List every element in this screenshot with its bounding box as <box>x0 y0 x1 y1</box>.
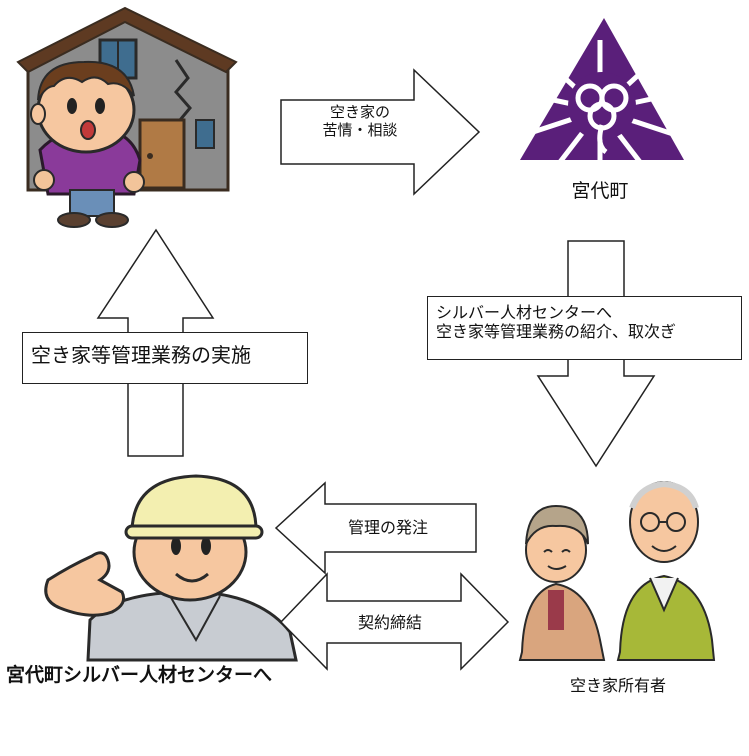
silver-center-worker-illustration <box>44 474 298 662</box>
silver-center-label: 宮代町シルバー人材センターへ <box>6 664 273 686</box>
house-complainant-illustration <box>16 6 238 228</box>
implementation-label-box: 空き家等管理業務の実施 <box>22 332 308 384</box>
contract-arrow-label: 契約締結 <box>357 613 422 632</box>
implementation-label: 空き家等管理業務の実施 <box>31 343 251 367</box>
complaint-line-1: 空き家の <box>329 103 390 121</box>
town-label: 宮代町 <box>571 180 629 202</box>
order-arrow <box>274 481 477 575</box>
vacant-house-owners-illustration <box>518 480 716 661</box>
referral-line-1: シルバー人材センターへ <box>436 303 613 322</box>
complaint-arrow-label: 空き家の 苦情・相談 <box>300 103 420 139</box>
complaint-arrow <box>280 68 481 196</box>
miyashiro-town-emblem-logo <box>520 18 684 165</box>
complaint-line-2: 苦情・相談 <box>322 121 398 139</box>
owner-label: 空き家所有者 <box>569 676 666 695</box>
contract-arrow <box>279 572 510 671</box>
order-arrow-label: 管理の発注 <box>347 518 428 537</box>
referral-line-2: 空き家等管理業務の紹介、取次ぎ <box>436 322 677 342</box>
referral-label-box: シルバー人材センターへ 空き家等管理業務の紹介、取次ぎ <box>427 296 742 360</box>
